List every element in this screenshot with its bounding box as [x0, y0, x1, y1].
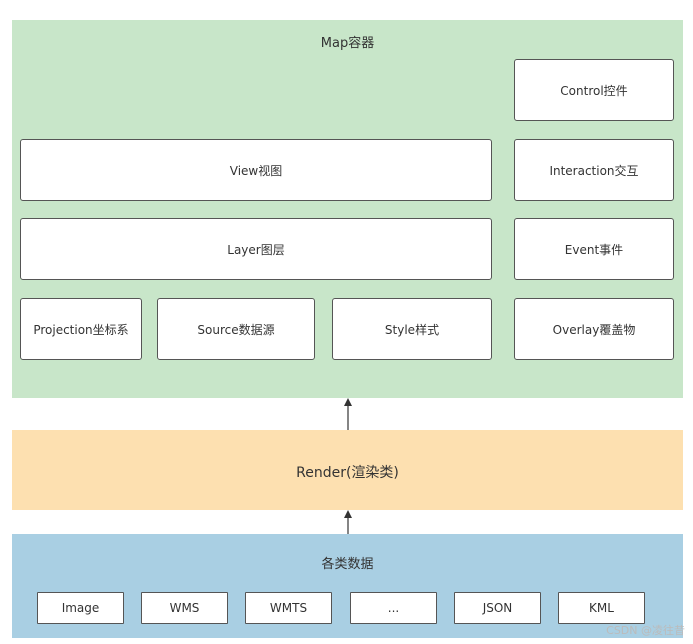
data-sources-title: 各类数据: [321, 557, 374, 572]
watermark: CSDN @凌往昔: [606, 624, 685, 637]
event-box: Event事件: [514, 218, 674, 280]
layer-box: Layer图层: [20, 218, 492, 280]
data-source-kml: KML: [558, 592, 645, 624]
map-container-title: Map容器: [320, 36, 375, 51]
data-source-json: JSON: [454, 592, 541, 624]
style-box: Style样式: [332, 298, 492, 360]
arrow-render-to-map: [344, 398, 352, 430]
data-source-ellipsis: ...: [350, 592, 437, 624]
control-box: Control控件: [514, 59, 674, 121]
source-box: Source数据源: [157, 298, 315, 360]
data-source-wms: WMS: [141, 592, 228, 624]
render-title: Render(渲染类): [296, 465, 399, 481]
render-region: Render(渲染类): [12, 430, 683, 510]
data-source-image: Image: [37, 592, 124, 624]
projection-box: Projection坐标系: [20, 298, 142, 360]
view-box: View视图: [20, 139, 492, 201]
arrow-data-to-render: [344, 510, 352, 534]
interaction-box: Interaction交互: [514, 139, 674, 201]
overlay-box: Overlay覆盖物: [514, 298, 674, 360]
data-source-wmts: WMTS: [245, 592, 332, 624]
